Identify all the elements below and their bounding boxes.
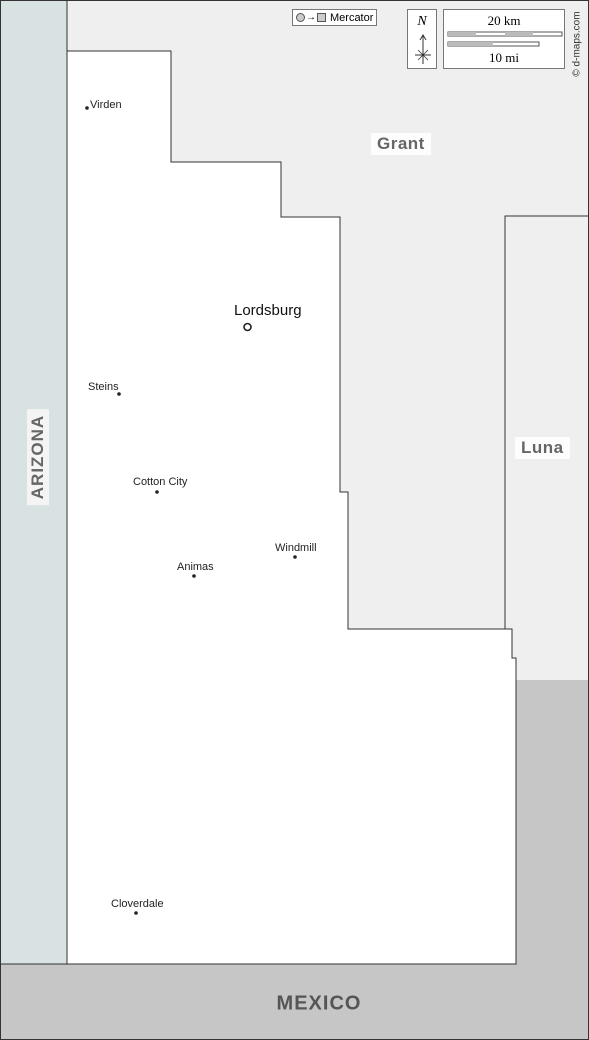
projection-label: Mercator xyxy=(330,11,374,24)
scale-bar-graphic xyxy=(447,31,563,47)
town-label-cotton-city: Cotton City xyxy=(133,476,188,488)
arrow-right-icon: → xyxy=(306,12,316,23)
town-dot-cloverdale xyxy=(134,911,138,915)
town-label-animas: Animas xyxy=(177,561,214,573)
town-dot-windmill xyxy=(293,555,297,559)
town-label-virden: Virden xyxy=(90,99,122,111)
region-label-luna: Luna xyxy=(515,437,570,459)
scale-bar-box: 20 km 10 mi xyxy=(443,9,565,69)
town-dot-cotton-city xyxy=(155,490,159,494)
globe-circle-icon xyxy=(296,13,305,22)
map-square-icon xyxy=(317,13,326,22)
mexico-strip xyxy=(0,964,589,1040)
region-label-arizona: ARIZONA xyxy=(27,408,49,506)
scale-mi-label: 10 mi xyxy=(489,50,519,65)
credit-label: © d-maps.com xyxy=(571,11,583,77)
town-label-windmill: Windmill xyxy=(275,542,317,554)
town-dot-steins xyxy=(117,392,121,396)
city-label-lordsburg: Lordsburg xyxy=(234,302,302,319)
hidalgo-county-shape xyxy=(66,50,517,965)
north-label: N xyxy=(417,14,427,29)
north-arrow-box: N xyxy=(407,9,437,69)
region-label-grant: Grant xyxy=(371,133,431,155)
projection-box: → Mercator xyxy=(292,9,377,26)
compass-icon xyxy=(415,34,431,64)
luna-border-line xyxy=(504,215,589,680)
country-label-mexico: MEXICO xyxy=(276,992,362,1015)
town-dot-animas xyxy=(192,574,196,578)
town-dot-virden xyxy=(85,106,89,110)
city-marker-lordsburg xyxy=(243,322,252,332)
scale-km-label: 20 km xyxy=(487,13,521,28)
town-label-steins: Steins xyxy=(88,381,119,393)
town-label-cloverdale: Cloverdale xyxy=(111,898,164,910)
